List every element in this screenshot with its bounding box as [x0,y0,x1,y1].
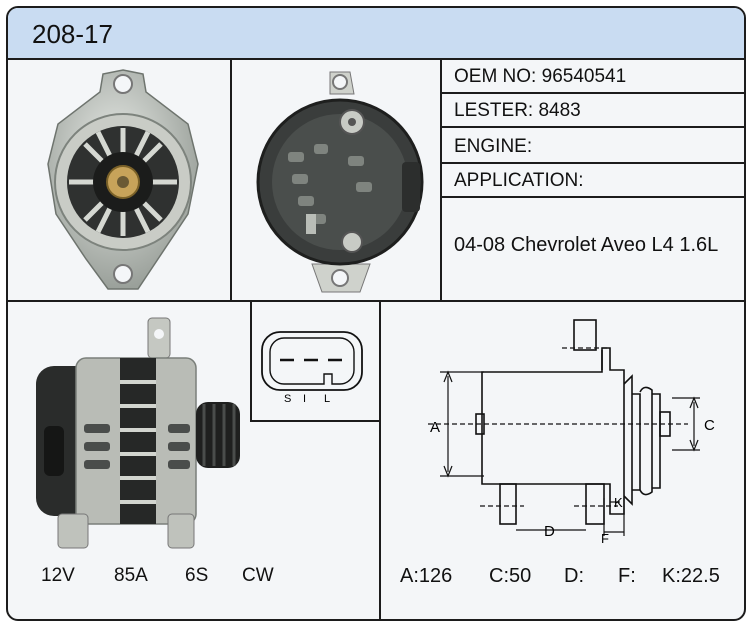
dim-value-f: F: [618,565,636,587]
application-value: 04-08 Chevrolet Aveo L4 1.6L [454,234,719,256]
spec-voltage: 12V [41,565,75,586]
alternator-front-photo [47,69,199,290]
dimension-label-c: C [704,417,715,434]
dimension-label-f: F [601,531,609,546]
body-outline [481,347,625,515]
spec-pulley: 6S [185,565,209,586]
oem-row: OEM NO: 96540541 [454,66,626,88]
dimension-label-a: A [430,419,440,436]
grid-line [250,420,381,422]
alternator-rear-photo [256,71,424,293]
lester-row: LESTER: 8483 [454,100,581,122]
spec-rotation: CW [242,565,274,586]
plug-outline [261,331,363,391]
dimension-label-d: D [544,523,555,540]
lester-label: LESTER: [454,100,534,121]
engine-row: ENGINE: [454,136,532,158]
oem-label: OEM NO: [454,66,537,87]
pin-label-i: I [303,393,306,405]
model-number: 208-17 [32,19,113,49]
grid-line [440,162,744,164]
dim-value-d: D: [564,565,584,587]
pin-label-l: L [324,393,330,405]
grid-line [379,300,381,619]
product-sheet: 208-17 OEM NO: 96540541 LESTER: 8483 ENG… [6,6,746,621]
engine-label: ENGINE: [454,136,533,157]
oem-value: 96540541 [541,66,627,87]
dimension-drawing: A C D K F [428,319,715,546]
alternator-side-photo [36,317,240,549]
dimension-label-k: K [614,495,623,510]
grid-line [440,92,744,94]
grid-line [440,196,744,198]
dim-value-c: C:50 [489,565,532,587]
spec-current: 85A [114,565,148,586]
application-row: APPLICATION: [454,170,584,192]
grid-line [440,58,442,300]
plug-connector-diagram: S I L [261,331,363,405]
application-label: APPLICATION: [454,170,584,191]
dim-value-a: A:126 [400,565,453,587]
header-bar: 208-17 [8,8,744,60]
grid-line [8,300,744,302]
lester-value: 8483 [538,100,581,121]
pin-label-s: S [284,393,291,405]
grid-line [230,58,232,300]
grid-line [250,300,252,422]
dim-value-k: K:22.5 [662,565,720,587]
grid-line [440,126,744,128]
